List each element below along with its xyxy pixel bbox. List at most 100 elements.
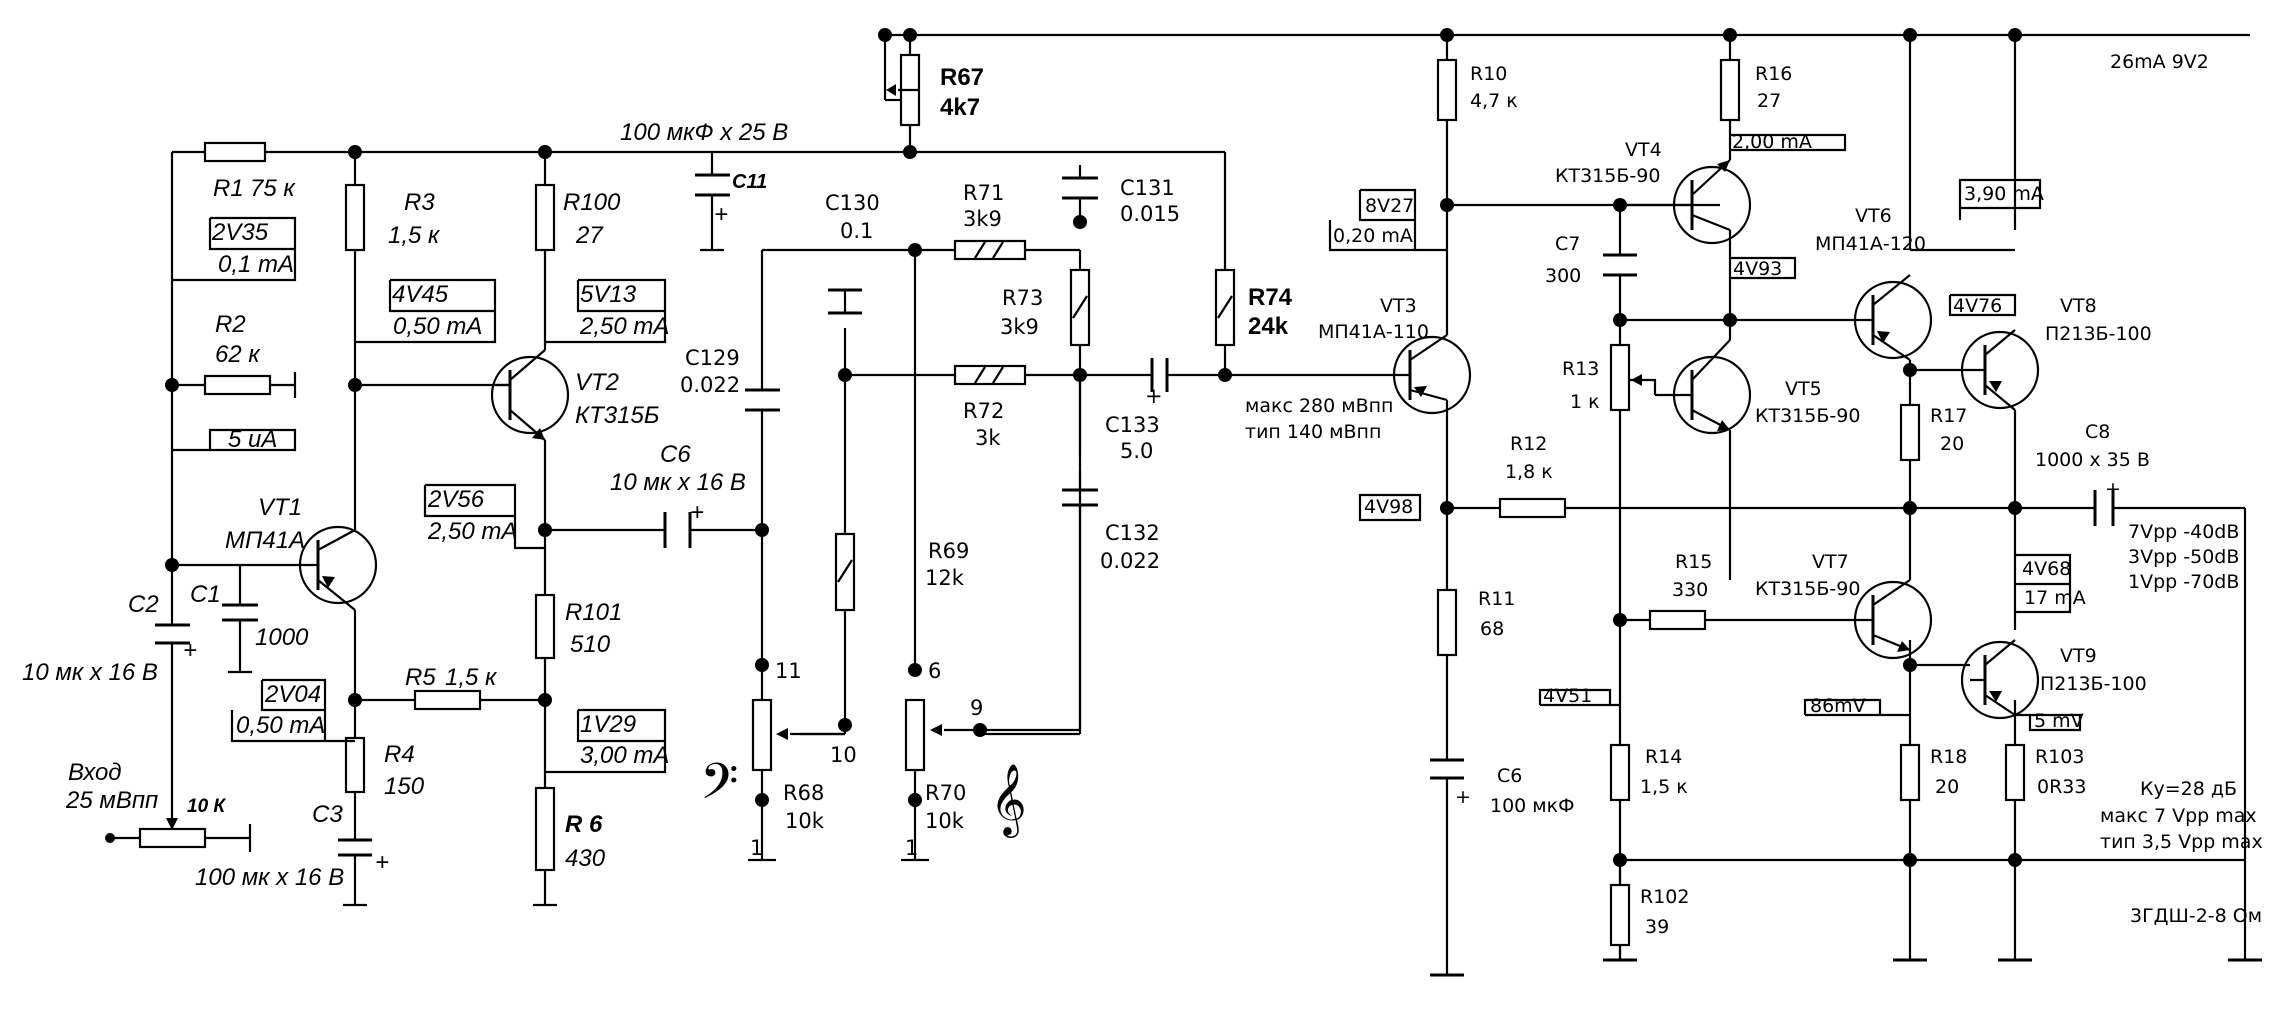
vt2-type: КТ315Б xyxy=(575,402,659,429)
vt8-type: П213Б-100 xyxy=(2045,323,2152,345)
c2-value: 10 мк х 16 В xyxy=(22,659,158,686)
measurement-boxes xyxy=(172,133,2082,774)
r4-body xyxy=(344,736,366,794)
r3-body xyxy=(344,183,366,252)
r11-body xyxy=(1436,588,1458,657)
vt4-name: VT4 xyxy=(1625,139,1662,161)
junction-dots xyxy=(105,28,2022,867)
r13-name: R13 xyxy=(1562,358,1599,380)
vt3-name: VT3 xyxy=(1380,295,1417,317)
r3-voltage: 4V45 xyxy=(392,281,449,308)
r12-name: R12 xyxy=(1510,433,1547,455)
r13-body xyxy=(1609,343,1631,412)
vt8-symbol xyxy=(1960,329,2040,411)
r5-name: R5 xyxy=(405,664,436,691)
c129-name: C129 xyxy=(685,346,740,370)
c6-value: 10 мк х 16 В xyxy=(610,469,746,496)
r68-name: R68 xyxy=(783,781,824,805)
out-level-2: 3Vpp -50dB xyxy=(2128,546,2239,568)
r100-name: R100 xyxy=(563,189,621,216)
r3-name: R3 xyxy=(404,189,435,216)
wires xyxy=(110,33,2262,977)
c11-name: C11 xyxy=(732,171,767,193)
vt7-voltage: 4V68 xyxy=(2022,558,2071,580)
r12-body xyxy=(1498,497,1567,519)
r74-name: R74 xyxy=(1248,284,1293,311)
vt2-e-voltage: 2V56 xyxy=(427,486,485,513)
ground-symbols xyxy=(1430,958,2262,977)
vt7-symbol xyxy=(1850,579,1933,660)
vt6-symbol xyxy=(1853,274,1933,361)
vt7-current: 17 mA xyxy=(2024,587,2086,609)
c6-name: С6 xyxy=(660,441,691,468)
c1-value: 1000 xyxy=(255,624,309,651)
vt1-name: VT1 xyxy=(258,494,302,521)
r101-body xyxy=(534,593,556,660)
c6b-name: C6 xyxy=(1497,765,1522,787)
r17-name: R17 xyxy=(1930,405,1967,427)
r67-value: 4k7 xyxy=(940,94,980,121)
vt4-type: КТ315Б-90 xyxy=(1555,165,1660,187)
r101-name: R101 xyxy=(565,599,622,626)
r70-name: R70 xyxy=(925,781,966,805)
pin-1b: 1 xyxy=(905,836,918,860)
c133-name: C133 xyxy=(1105,413,1160,437)
r10-body xyxy=(1436,58,1458,122)
r100-current: 2,50 mA xyxy=(579,313,669,340)
r71-value: 3k9 xyxy=(963,207,1002,231)
vt3-e-voltage: 4V98 xyxy=(1364,496,1413,518)
c8-plus: + xyxy=(2105,478,2121,500)
r72-name: R72 xyxy=(963,399,1004,423)
vt9-b-voltage: 86mV xyxy=(1810,695,1866,717)
r15-value: 330 xyxy=(1672,579,1708,601)
r16-body xyxy=(1719,58,1741,122)
r73-value: 3k9 xyxy=(1000,315,1039,339)
vt4-e-voltage: 4V93 xyxy=(1733,258,1782,280)
r70-body xyxy=(904,698,926,772)
r12-value: 1,8 к xyxy=(1505,461,1553,483)
speaker-label: 3ГДШ-2-8 Ом xyxy=(2130,905,2262,927)
c132-name: C132 xyxy=(1105,521,1160,545)
r70-value: 10k xyxy=(925,809,965,833)
vt3-typ-note: тип 140 мВпп xyxy=(1245,421,1381,443)
bass-clef-icon: 𝄢 xyxy=(700,753,739,823)
r15-body xyxy=(1648,609,1707,631)
r18-name: R18 xyxy=(1930,746,1967,768)
vt9-e-voltage: 5 mV xyxy=(2034,710,2084,732)
r71-body xyxy=(953,239,1027,261)
r3-value: 1,5 к xyxy=(388,222,441,249)
treble-clef-icon: 𝄞 xyxy=(990,762,1027,838)
c1-name: С1 xyxy=(190,581,221,608)
pin-6: 6 xyxy=(928,659,941,683)
vmax-label: макс 7 Vpp max xyxy=(2100,805,2257,827)
r69-value: 12k xyxy=(925,566,965,590)
r100-body xyxy=(534,183,556,252)
r10-name: R10 xyxy=(1470,63,1507,85)
input-pot: 10 К xyxy=(187,796,226,817)
r100-voltage: 5V13 xyxy=(580,281,637,308)
c2-name: С2 xyxy=(128,591,159,618)
r11-name: R11 xyxy=(1478,588,1515,610)
out-level-1: 7Vpp -40dB xyxy=(2128,521,2239,543)
out-level-3: 1Vpp -70dB xyxy=(2128,571,2239,593)
r68-value: 10k xyxy=(785,809,825,833)
vt5-type: КТ315Б-90 xyxy=(1755,405,1860,427)
r4-value: 150 xyxy=(384,773,425,800)
c133-plus: + xyxy=(1145,384,1163,408)
vt4-current: 2,00 mA xyxy=(1732,131,1812,153)
r72-value: 3k xyxy=(975,426,1001,450)
r73-name: R73 xyxy=(1002,286,1043,310)
r14-body xyxy=(1609,743,1631,802)
vt3-voltage: 8V27 xyxy=(1365,195,1414,217)
r74-value: 24k xyxy=(1248,313,1289,340)
r6-body xyxy=(534,786,556,872)
r102-value: 39 xyxy=(1645,916,1669,938)
c8-name: C8 xyxy=(2085,421,2110,443)
vt3-max-note: макс 280 мВпп xyxy=(1245,395,1393,417)
vt3-current: 0,20 mA xyxy=(1333,225,1413,247)
r102-name: R102 xyxy=(1640,886,1689,908)
r4-name: R4 xyxy=(384,741,415,768)
transistors xyxy=(298,159,2040,720)
left-labels: R1 75 к 2V35 0,1 mA R2 62 к 5 uA R3 1,5 … xyxy=(22,119,788,891)
r10-value: 4,7 к xyxy=(1470,90,1518,112)
